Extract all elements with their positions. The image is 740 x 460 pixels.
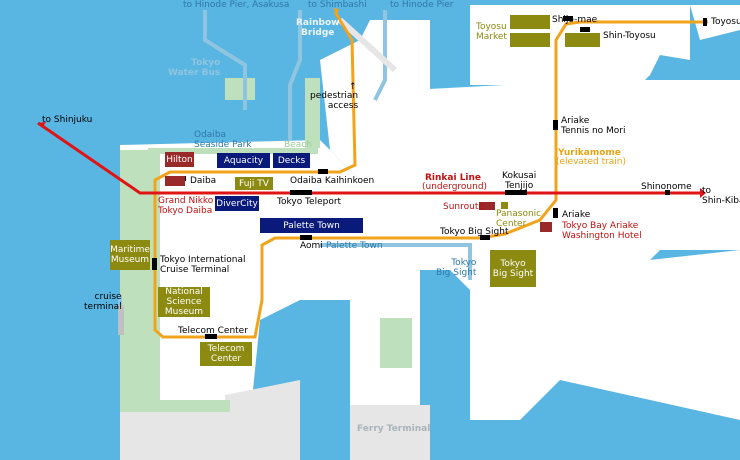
direction-shin-kiba: to Shin-Kiba bbox=[702, 186, 740, 206]
aquacity-box: Aquacity bbox=[217, 153, 270, 168]
station-shijo-mae: Shijo-mae bbox=[552, 15, 598, 25]
divercity-box: DiverCity bbox=[215, 196, 259, 211]
panasonic-marker bbox=[501, 202, 508, 209]
station-aomi: Aomi bbox=[300, 241, 323, 251]
water-bus-label: Tokyo Water Bus bbox=[168, 58, 221, 78]
shimbashi-arrow bbox=[333, 8, 339, 15]
toyosu-market-label: Toyosu Market bbox=[476, 22, 507, 42]
maritime-museum-box: Maritime Museum bbox=[110, 240, 150, 270]
waterbus-palette-town: Palette Town bbox=[326, 241, 383, 251]
station-ariake-tennis: Ariake Tennis no Mori bbox=[561, 116, 626, 136]
station-telecom-center: Telecom Center bbox=[178, 326, 248, 336]
station-tokyo-teleport: Tokyo Teleport bbox=[277, 197, 342, 207]
station-kokusai-tenjijo: Kokusai Tenjijo bbox=[502, 171, 537, 191]
yurikamome-line bbox=[153, 11, 708, 339]
station-odaiba-kaihinkoen: Odaiba Kaihinkoen bbox=[290, 176, 375, 186]
direction-hinode-asakusa: to Hinode Pier, Asakusa bbox=[183, 0, 290, 10]
station-ariake: Ariake bbox=[562, 210, 591, 220]
direction-hinode: to Hinode Pier bbox=[390, 0, 454, 10]
station-tokyo-international: Tokyo International Cruise Terminal bbox=[160, 255, 246, 275]
station-toyosu: Toyosu bbox=[711, 17, 740, 27]
washington-hotel-marker bbox=[540, 222, 552, 232]
station-markers bbox=[152, 16, 707, 339]
shin-kiba-arrow bbox=[700, 188, 706, 198]
telecom-center-box: Telecom Center bbox=[200, 342, 252, 366]
toyosu-market-blocks bbox=[510, 15, 600, 47]
shinjuku-arrow bbox=[38, 122, 46, 128]
station-tokyo-big-sight: Tokyo Big Sight bbox=[440, 227, 509, 237]
waterbus-beach: Beach bbox=[284, 140, 312, 150]
waterbus-cruise-terminal: cruise terminal bbox=[84, 292, 122, 312]
station-shinonome: Shinonome bbox=[641, 182, 692, 192]
cruise-terminal-pier bbox=[118, 305, 124, 335]
fuji-tv-box: Fuji TV bbox=[235, 177, 273, 190]
station-shin-toyosu: Shin-Toyosu bbox=[603, 31, 656, 41]
waterbus-odaiba-seaside-park: Odaiba Seaside Park bbox=[194, 130, 252, 150]
sunroute-marker bbox=[479, 202, 495, 210]
national-science-museum-box: National Science Museum bbox=[158, 287, 210, 317]
panasonic-label: Panasonic Center bbox=[496, 209, 542, 229]
yurikamome-label: Yurikamome bbox=[558, 148, 621, 158]
washington-hotel-label: Tokyo Bay Ariake Washington Hotel bbox=[562, 221, 642, 241]
hilton-box: Hilton bbox=[165, 152, 194, 167]
rainbow-bridge bbox=[337, 17, 398, 73]
grand-nikko-marker bbox=[165, 176, 185, 186]
ferry-terminal-label: Ferry Terminal bbox=[357, 424, 431, 434]
pedestrian-arrow: ↑ bbox=[349, 82, 357, 92]
direction-shinjuku: to Shinjuku bbox=[42, 115, 93, 125]
tokyo-big-sight-box: Tokyo Big Sight bbox=[490, 250, 536, 287]
pedestrian-access-label: pedestrian access bbox=[310, 91, 359, 111]
decks-box: Decks bbox=[273, 153, 310, 168]
direction-shimbashi: to Shimbashi bbox=[308, 0, 367, 10]
rinkai-line-label: Rinkai Line bbox=[425, 173, 482, 183]
grand-nikko-label: Grand Nikko Tokyo Daiba bbox=[158, 196, 214, 216]
yurikamome-note: (elevated train) bbox=[556, 157, 627, 167]
rinkai-note: (underground) bbox=[422, 182, 488, 192]
station-daiba: Daiba bbox=[190, 176, 217, 186]
waterbus-tokyo-big-sight: Tokyo Big Sight bbox=[436, 258, 477, 278]
sunroute-label: Sunroute bbox=[443, 202, 484, 212]
rainbow-bridge-label: Rainbow Bridge bbox=[296, 18, 340, 38]
palette-town-box: Palette Town bbox=[260, 218, 363, 233]
